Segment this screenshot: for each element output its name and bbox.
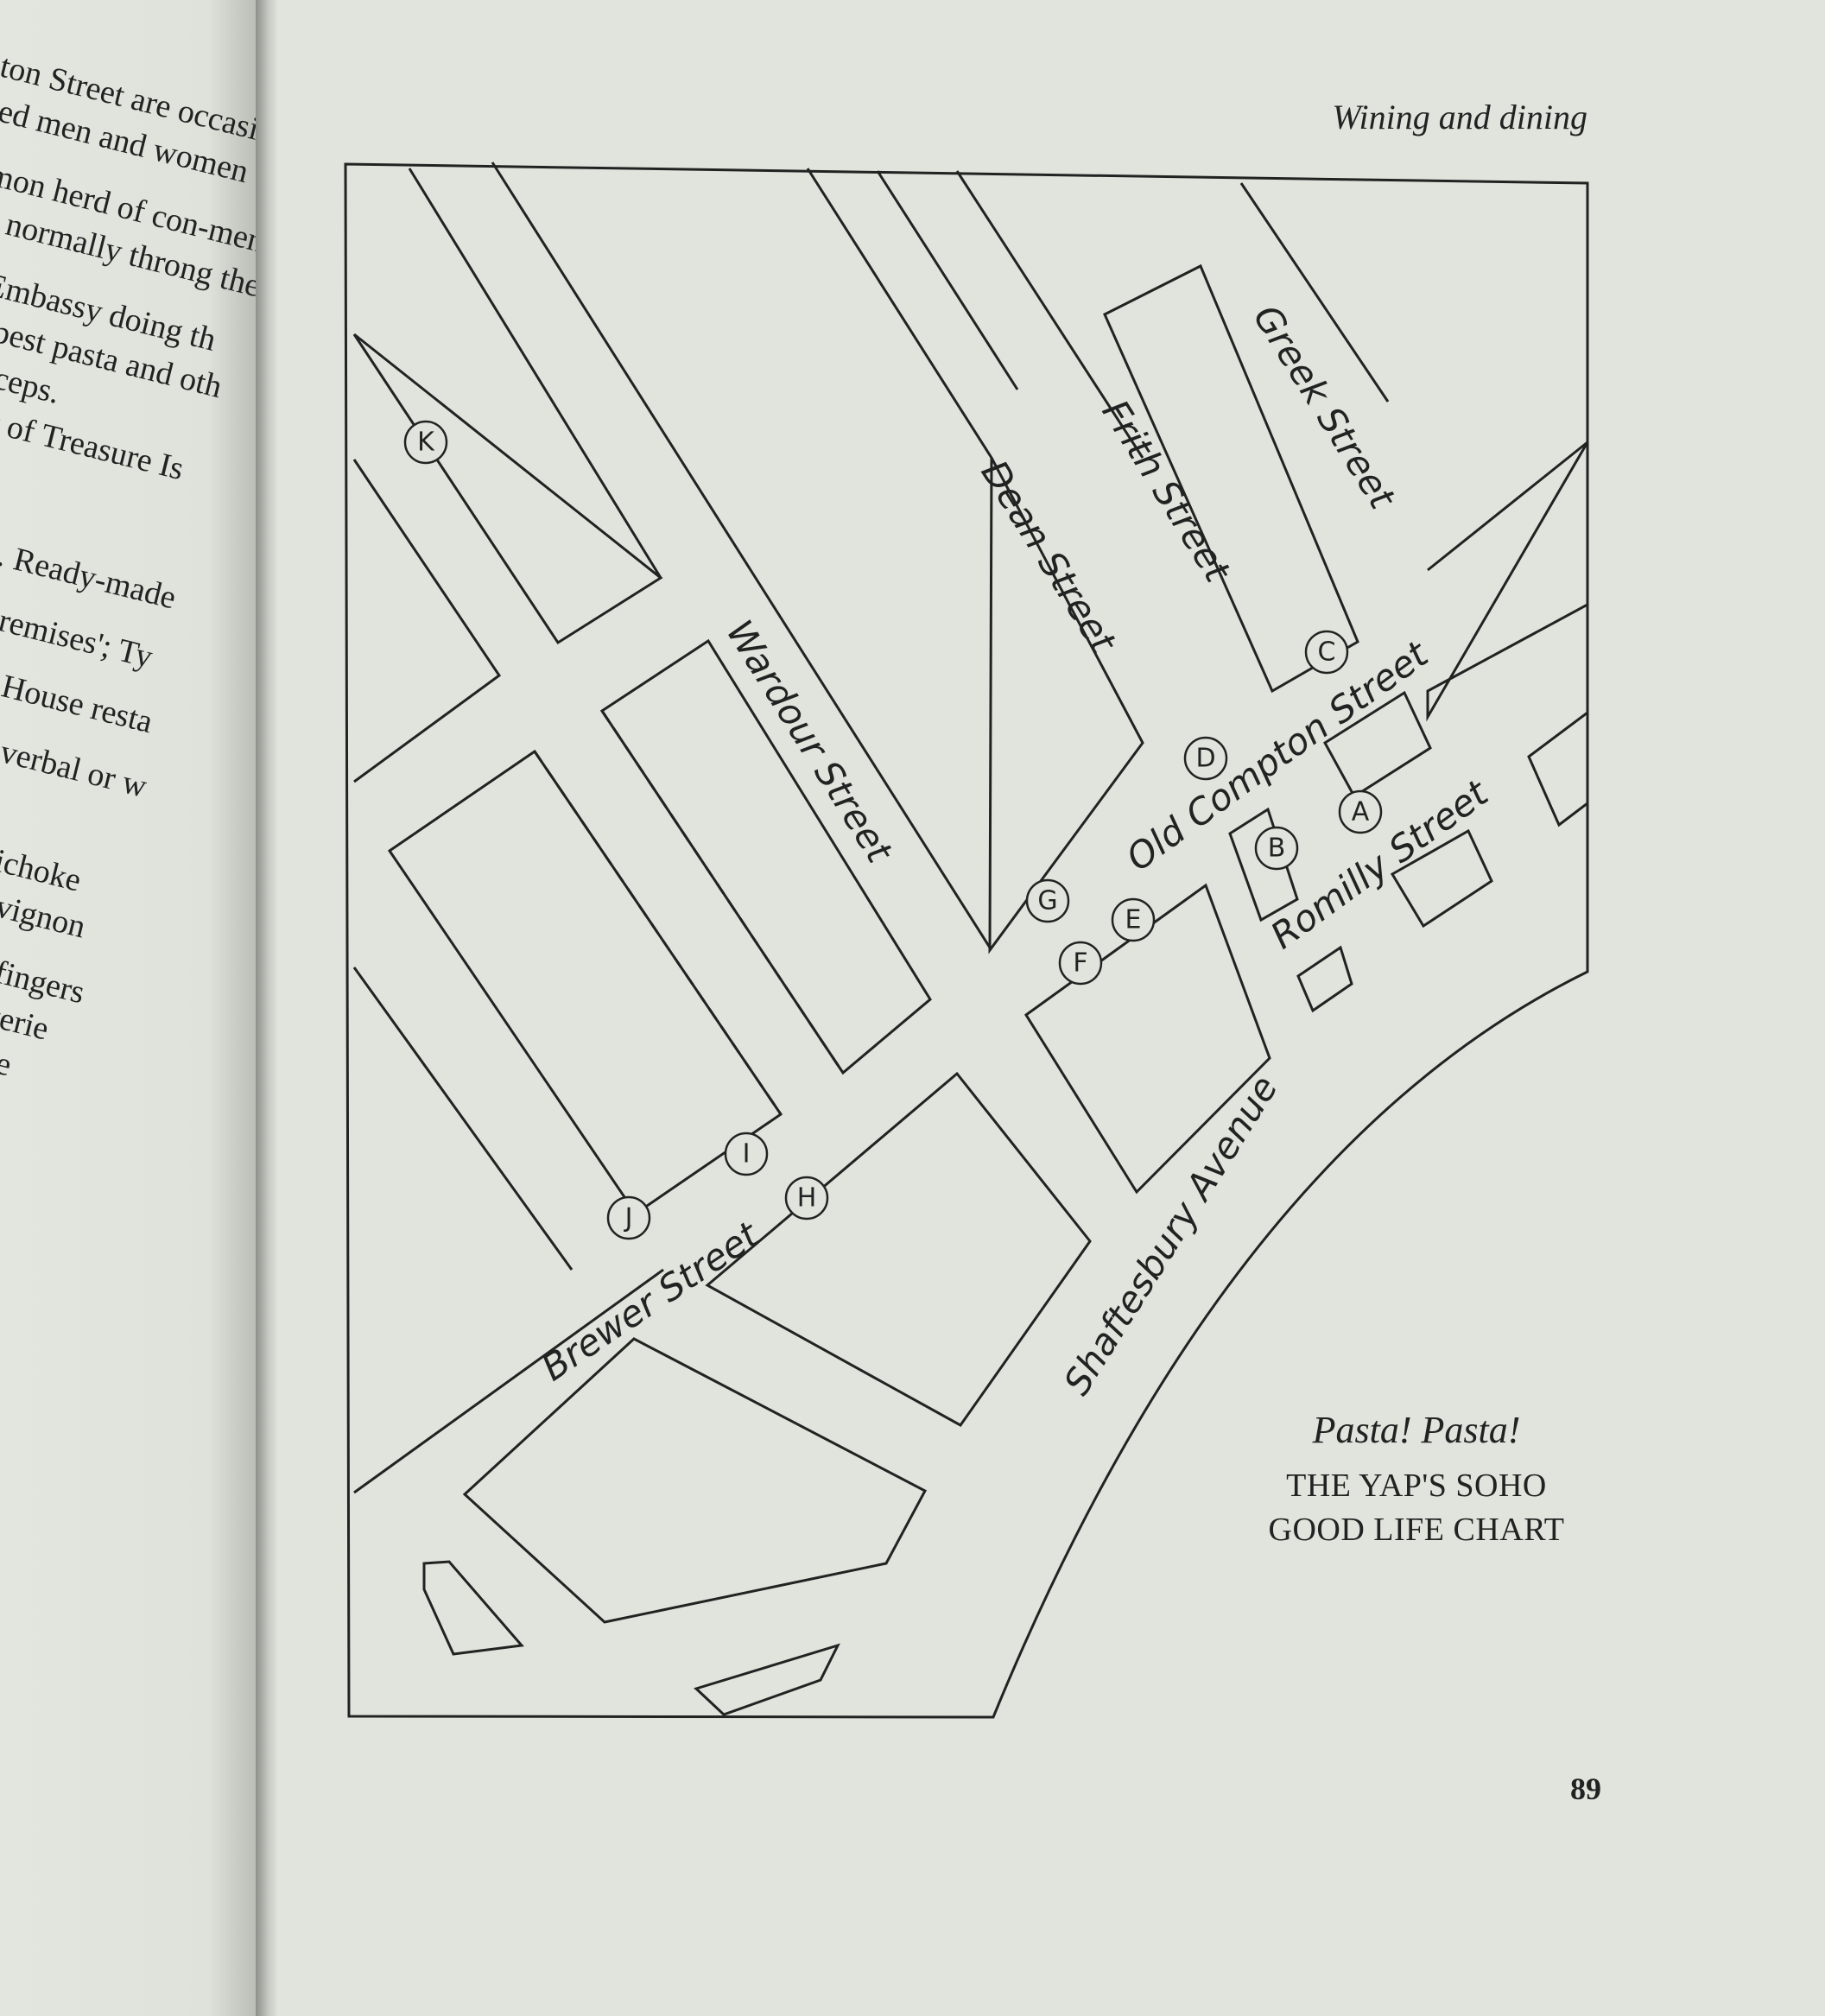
block-frith: [1103, 263, 1359, 694]
map-frame: [344, 162, 1589, 1719]
svg-text:K: K: [417, 428, 435, 458]
road-edge: [491, 162, 992, 948]
svg-text:A: A: [1352, 797, 1370, 827]
road-edge: [955, 170, 1144, 459]
block-romilly-2: [1296, 945, 1353, 1013]
label-dean-street: Dean Street: [973, 453, 1125, 661]
block-far-right: [1527, 710, 1589, 827]
marker-d[interactable]: D: [1183, 736, 1228, 781]
label-brewer-street: Brewer Street: [534, 1213, 767, 1389]
page-header: Wining and dining: [1332, 98, 1587, 136]
label-frith-street: Frith Street: [1094, 392, 1240, 590]
road-edge: [876, 170, 1019, 390]
svg-text:H: H: [797, 1183, 817, 1214]
block-bottom-3: [694, 1643, 840, 1716]
svg-text:D: D: [1195, 744, 1215, 774]
marker-h[interactable]: H: [784, 1176, 829, 1220]
block-brewer-south: [705, 1071, 1092, 1427]
map-caption: Pasta! Pasta! THE YAP'S SOHO GOOD LIFE C…: [1226, 1408, 1606, 1553]
marker-e[interactable]: E: [1111, 897, 1156, 942]
block-romilly-1: [1390, 828, 1493, 929]
svg-text:C: C: [1318, 637, 1336, 668]
svg-text:J: J: [624, 1203, 633, 1233]
road-edge: [353, 1268, 664, 1494]
block-compton-a: [1323, 690, 1432, 799]
block-compton-b: [1228, 807, 1299, 922]
road-edge: [352, 967, 573, 1271]
svg-text:E: E: [1125, 905, 1142, 935]
marker-i[interactable]: I: [724, 1132, 769, 1176]
marker-g[interactable]: G: [1025, 878, 1070, 923]
block-greek-east: [1426, 437, 1589, 722]
dashed-passage: [533, 751, 783, 1115]
label-romilly-street: Romilly Street: [1263, 771, 1497, 957]
label-greek-street: Greek Street: [1245, 297, 1404, 517]
block-wardour-east: [599, 638, 932, 1075]
dashed-passage: [600, 710, 845, 1074]
caption-line-1: THE YAP'S SOHO: [1286, 1468, 1547, 1504]
road-edge: [1239, 182, 1390, 403]
block-left-1: [352, 459, 502, 783]
road-edge: [1427, 441, 1588, 572]
road-edge: [806, 168, 993, 459]
marker-c[interactable]: C: [1304, 630, 1349, 675]
road-edge: [408, 168, 662, 579]
book-spine: [256, 0, 278, 2016]
marker-f[interactable]: F: [1058, 941, 1103, 986]
block-bottom-2: [422, 1560, 524, 1656]
label-wardour-street: Wardour Street: [719, 612, 902, 871]
marker-k[interactable]: K: [403, 420, 448, 465]
page-number: 89: [1570, 1772, 1601, 1806]
marker-a[interactable]: A: [1338, 789, 1383, 834]
svg-text:F: F: [1073, 948, 1087, 979]
marker-j[interactable]: J: [606, 1195, 651, 1240]
block-bottom-1: [462, 1337, 928, 1624]
svg-text:I: I: [743, 1139, 751, 1170]
svg-text:G: G: [1037, 886, 1057, 916]
svg-text:B: B: [1268, 834, 1286, 864]
marker-b[interactable]: B: [1254, 826, 1299, 871]
caption-title: Pasta! Pasta!: [1312, 1409, 1521, 1451]
right-page: [276, 0, 1825, 2016]
block-wardour-west: [387, 749, 783, 1216]
caption-line-2: GOOD LIFE CHART: [1268, 1512, 1565, 1549]
block-dean-east: [988, 457, 1144, 954]
block-k: [352, 333, 663, 645]
